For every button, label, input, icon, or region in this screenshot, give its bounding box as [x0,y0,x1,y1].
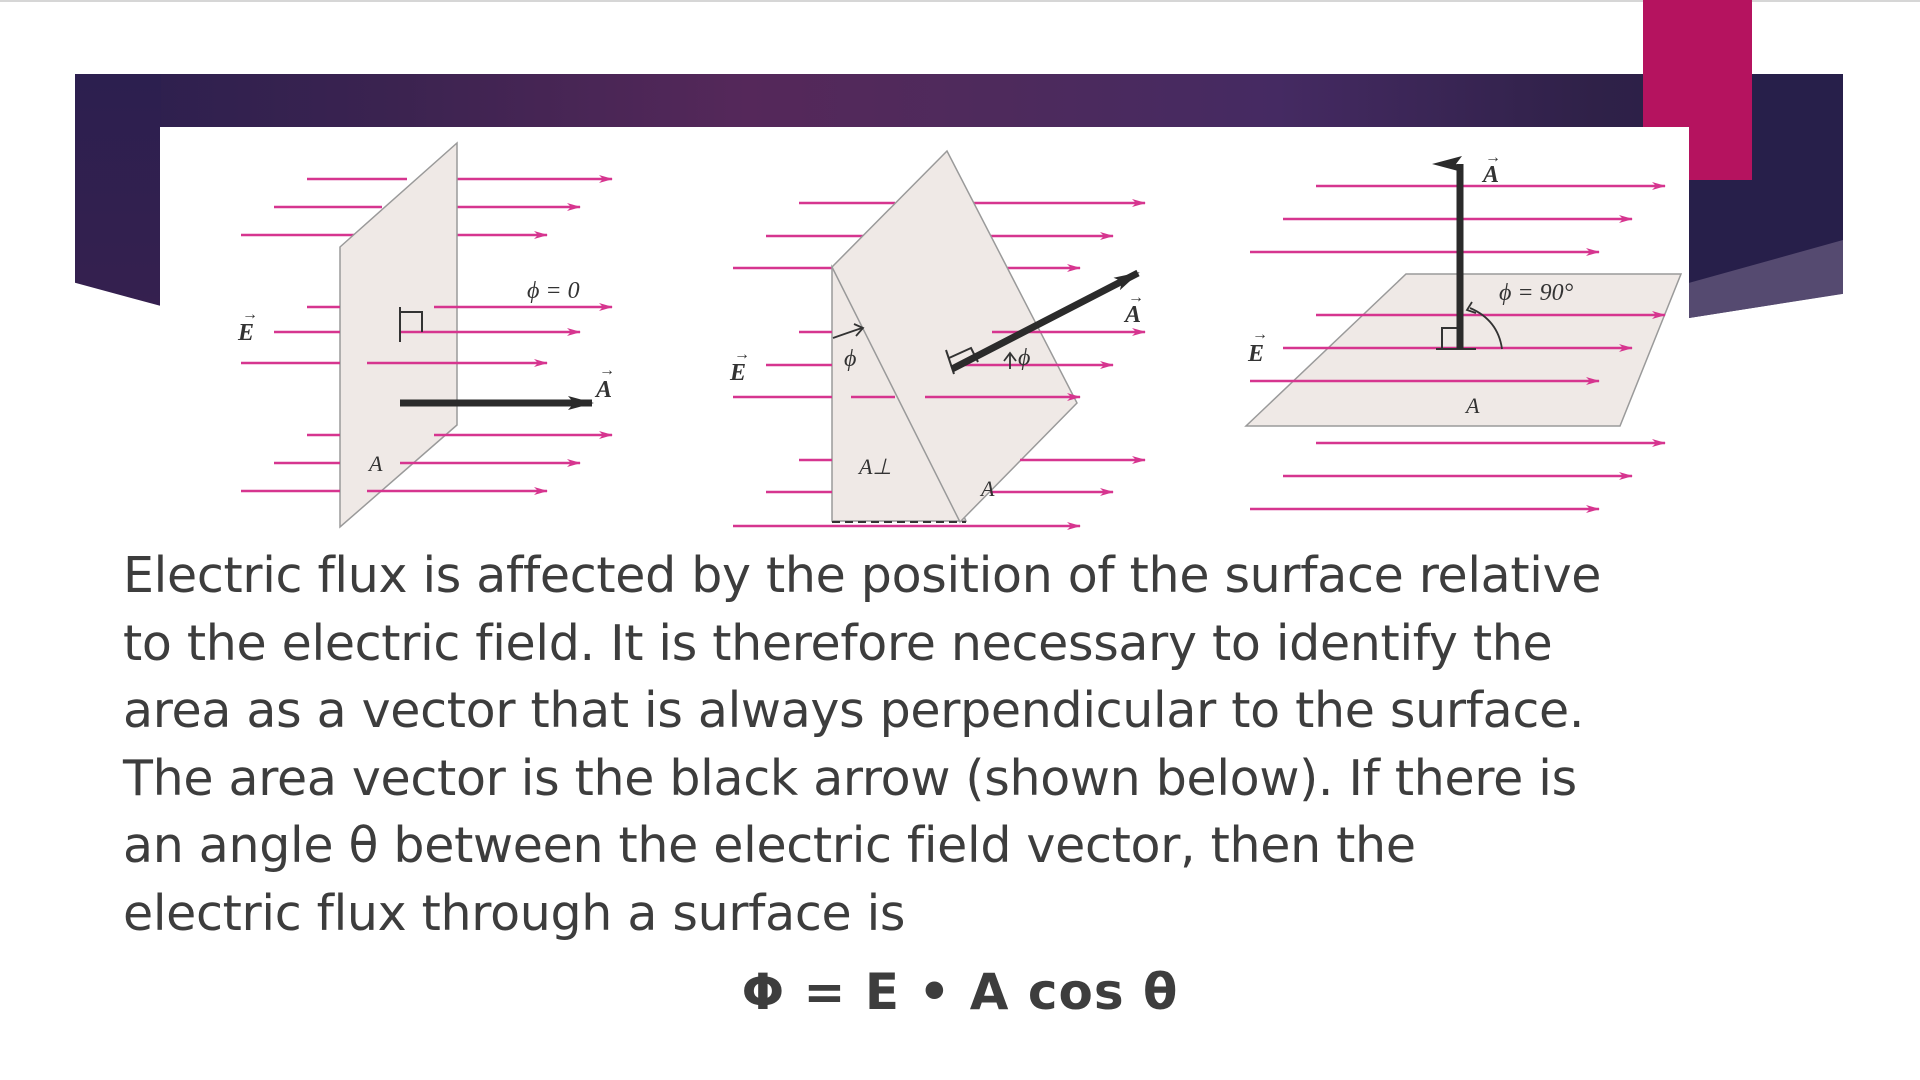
surface-label: A [979,476,995,501]
area-vector-label: A [594,377,612,403]
vector-arrow-icon: → [1128,289,1144,306]
projected-area-label: A⊥ [857,454,892,479]
surface-label: A [1464,393,1480,418]
body-line: electric flux through a surface is [123,884,906,942]
left-decor-panel [75,74,161,306]
field-label: E [729,360,746,386]
angle-label: ϕ = 0 [527,278,580,304]
surface-label: A [367,451,383,476]
header-band [75,74,1843,128]
area-vector-label: A [1123,302,1141,328]
angle-label: ϕ = 90° [1499,280,1574,306]
body-line: to the electric field. It is therefore n… [123,614,1553,672]
body-paragraph: Electric flux is affected by the positio… [123,542,1823,947]
figure-flux-perpendicular: ϕ = 90° E → A → A [1244,149,1683,513]
vector-arrow-icon: → [1252,326,1268,343]
body-line: area as a vector that is always perpendi… [123,682,1585,739]
top-border [0,0,1920,2]
figure-flux-parallel: ϕ = 0 E → A → A [237,141,615,529]
body-line: Electric flux is affected by the positio… [123,547,1602,604]
flux-formula: Φ = E • A cos θ [741,963,1179,1021]
field-label: E [1247,341,1264,367]
figure-flux-tilted: ϕ ϕ E → A → A⊥ A [729,149,1146,530]
vector-arrow-icon: → [734,346,750,363]
vector-arrow-icon: → [242,306,258,323]
body-line: an angle θ between the electric field ve… [123,817,1416,874]
body-line: The area vector is the black arrow (show… [123,749,1577,807]
area-vector-label: A [1481,162,1499,188]
vector-arrow-icon: → [599,362,615,379]
angle-label: ϕ [1018,345,1030,371]
angle-label-2: ϕ [844,346,856,372]
vector-arrow-icon: → [1485,149,1501,166]
field-label: E [237,320,254,346]
